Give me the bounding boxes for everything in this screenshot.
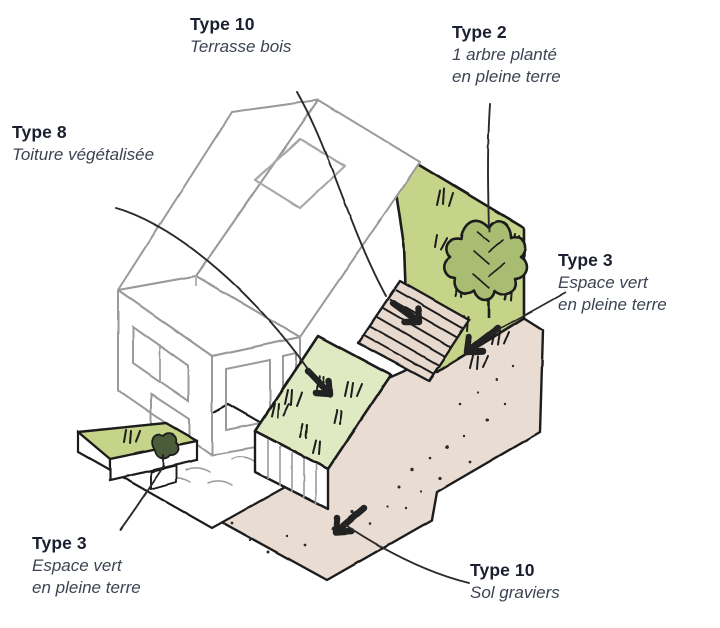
callout-subtitle-line: Espace vert [32, 555, 122, 575]
callout-subtitle: 1 arbre planté en pleine terre [452, 44, 561, 88]
arrow-type3-right [463, 324, 502, 356]
leader-type8 [115, 207, 311, 373]
leader-type2 [487, 103, 491, 233]
callout-type2: Type 2 1 arbre planté en pleine terre [452, 22, 561, 88]
callout-subtitle-line: Toiture végétalisée [12, 144, 155, 164]
arrow-type10-graviers [332, 504, 368, 536]
callout-title: Type 10 [470, 560, 535, 580]
callout-subtitle: Espace vert en pleine terre [32, 555, 141, 599]
callout-subtitle-line: Terrasse bois [190, 36, 292, 56]
callout-subtitle: Toiture végétalisée [12, 144, 154, 166]
toiture-vegetalisee [253, 334, 393, 511]
callout-subtitle: Terrasse bois [190, 36, 291, 58]
callout-subtitle-line: en pleine terre [558, 294, 667, 314]
arbre [442, 219, 529, 318]
arrow-type10-terrasse [389, 299, 423, 326]
arrow-type8 [304, 367, 334, 398]
callout-title: Type 10 [190, 14, 255, 34]
callout-type3-left: Type 3 Espace vert en pleine terre [32, 533, 141, 599]
callout-subtitle: Sol graviers [470, 582, 560, 604]
callout-type8: Type 8 Toiture végétalisée [12, 122, 154, 166]
leader-type3-left [119, 465, 165, 531]
escalier-terrasse-bois [356, 279, 471, 383]
callout-subtitle-line: en pleine terre [32, 577, 141, 597]
maison [117, 99, 421, 456]
callout-subtitle: Espace vert en pleine terre [558, 272, 667, 316]
callout-subtitle-line: Sol graviers [470, 582, 560, 602]
leader-type10-terrasse [296, 91, 387, 297]
callout-subtitle-line: Espace vert [558, 272, 648, 292]
callout-subtitle-line: 1 arbre planté [452, 44, 557, 64]
callout-title: Type 3 [558, 250, 613, 270]
leader-type10-graviers [343, 523, 470, 584]
callout-title: Type 2 [452, 22, 507, 42]
callout-type10-graviers: Type 10 Sol graviers [470, 560, 560, 604]
callout-type10-terrasse: Type 10 Terrasse bois [190, 14, 291, 58]
callout-title: Type 3 [32, 533, 87, 553]
jardiniere-avant [76, 421, 199, 491]
callout-subtitle-line: en pleine terre [452, 66, 561, 86]
callout-title: Type 8 [12, 122, 67, 142]
callout-type3-right: Type 3 Espace vert en pleine terre [558, 250, 667, 316]
